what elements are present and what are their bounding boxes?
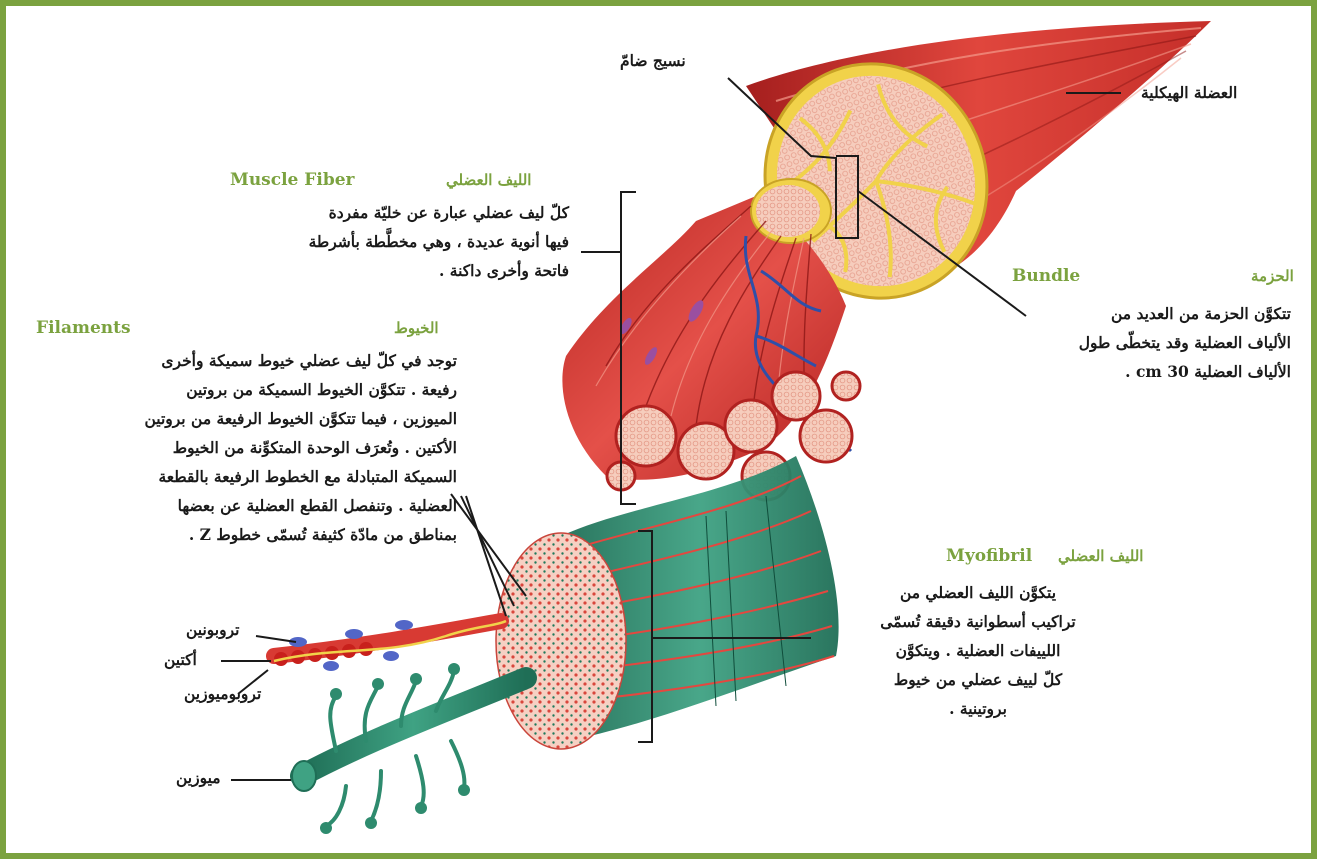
muscle-fiber-text: كلّ ليف عضلي عبارة عن خليّة مفردة فيها أ… (309, 198, 569, 285)
filaments-line: توجد في كلّ ليف عضلي خيوط سميكة وأخرى (144, 346, 457, 375)
label-actin: أكتين (164, 650, 197, 669)
filaments-line: السميكة المتبادلة مع الخطوط الرفيعة بالق… (144, 462, 457, 491)
myofibril-line: كلّ لييف عضلي من خيوط (828, 665, 1128, 694)
label-connective-tissue: نسيج ضامّ (620, 51, 686, 70)
bundle-line: تتكوَّن الحزمة من العديد من (1079, 299, 1291, 328)
bundle-shape (562, 179, 860, 500)
myofibril-line: تراكيب أسطوانية دقيقة تُسمّى (828, 607, 1128, 636)
label-myosin: ميوزين (176, 768, 221, 787)
bundle-title-ar: الحزمة (1251, 267, 1294, 285)
myofibril-text: يتكوَّن الليف العضلي من تراكيب أسطوانية … (828, 578, 1128, 723)
filaments-line: العضلية . وتنفصل القطع العضلية عن بعضها (144, 491, 457, 520)
filaments-title-en: Filaments (36, 318, 131, 338)
muscle-fiber-line: كلّ ليف عضلي عبارة عن خليّة مفردة (309, 198, 569, 227)
filaments-line: رفيعة . تتكوَّن الخيوط السميكة من بروتين (144, 375, 457, 404)
myofibril-line: بروتينية . (828, 694, 1128, 723)
thin-filament-shape (274, 620, 506, 671)
bundle-title-en: Bundle (1012, 266, 1080, 286)
filaments-line: الميوزين ، فيما تتكوَّن الخيوط الرفيعة م… (144, 404, 457, 433)
bundle-line: الألياف العضلية 30 cm . (1079, 357, 1291, 386)
label-skeletal-muscle: العضلة الهيكلية (1141, 83, 1237, 102)
bundle-line: الألياف العضلية وقد يتخطّى طول (1079, 328, 1291, 357)
muscle-fiber-line: فيها أنوية عديدة ، وهي مخطَّطة بأشرطة (309, 227, 569, 256)
label-tropomyosin: تروبوميوزين (184, 684, 261, 703)
filaments-line: الأكتين . وتُعرَف الوحدة المتكوِّنة من ا… (144, 433, 457, 462)
filaments-line: بمناطق من مادّة كثيفة تُسمّى خطوط Z . (144, 520, 457, 549)
filaments-text: توجد في كلّ ليف عضلي خيوط سميكة وأخرى رف… (144, 346, 457, 549)
myofibril-line: يتكوَّن الليف العضلي من (828, 578, 1128, 607)
myofibril-shape (496, 456, 839, 749)
bundle-text: تتكوَّن الحزمة من العديد من الألياف العض… (1079, 299, 1291, 386)
label-troponin: تروبونين (186, 620, 239, 639)
muscle-fiber-line: فاتحة وأخرى داكنة . (309, 256, 569, 285)
muscle-fiber-title-ar: الليف العضلي (446, 171, 531, 189)
thick-filament-shape (292, 663, 526, 834)
muscle-fiber-title-en: Muscle Fiber (230, 170, 354, 190)
myofibril-title-ar: الليف العضلي (1058, 547, 1143, 565)
filaments-title-ar: الخيوط (394, 319, 439, 337)
myofibril-title-en: Myofibril (946, 546, 1032, 566)
myofibril-line: اللييفات العضلية . ويتكوَّن (828, 636, 1128, 665)
